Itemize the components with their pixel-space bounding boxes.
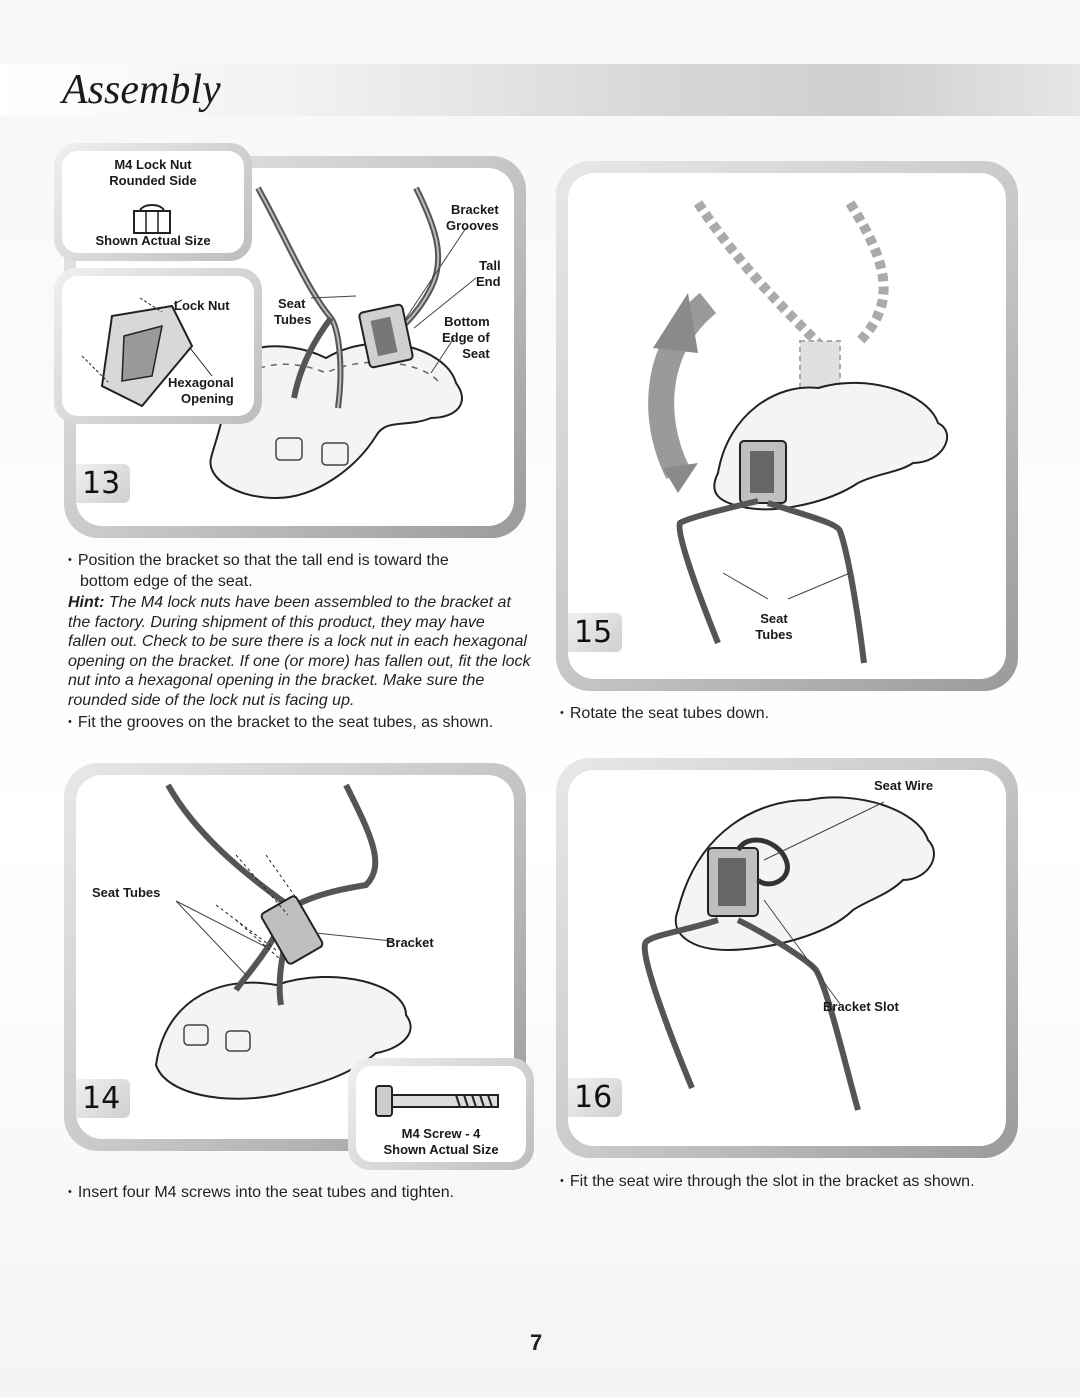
m4-screw-inset: M4 Screw - 4 Shown Actual Size xyxy=(348,1058,534,1170)
step-15-panel: Seat Tubes 15 xyxy=(556,161,1018,691)
step-13-bullet-2: •Fit the grooves on the bracket to the s… xyxy=(68,714,494,731)
step-14-illustration xyxy=(154,783,412,1100)
lock-nut-inset-heading: M4 Lock Nut Rounded Side xyxy=(109,157,197,188)
bullet-dot: • xyxy=(68,1186,72,1198)
m4-screw-inset-caption: M4 Screw - 4 Shown Actual Size xyxy=(383,1126,499,1157)
step-16-number: 16 xyxy=(568,1078,623,1117)
bullet-dot: • xyxy=(68,554,72,566)
bullet-dot: • xyxy=(560,707,564,719)
bracket-lock-nut-inset: Lock Nut Hexagonal Opening xyxy=(54,268,262,424)
step-14-bullet: •Insert four M4 screws into the seat tub… xyxy=(68,1184,455,1201)
header-band xyxy=(0,64,1080,116)
callout-bottom-edge-of-seat: Bottom Edge of Seat xyxy=(442,314,490,361)
step-15-number: 15 xyxy=(568,613,623,652)
step-13-illustration xyxy=(209,186,477,500)
callout-tall-end: Tall End xyxy=(476,258,501,289)
lock-nut-inset-caption: Shown Actual Size xyxy=(95,233,211,248)
bullet-dot: • xyxy=(68,716,72,728)
bullet-dot: • xyxy=(560,1175,564,1187)
callout-seat-tubes: Seat Tubes xyxy=(274,296,312,327)
bracket-icon xyxy=(81,297,213,408)
m4-screw-inset-area: M4 Screw - 4 Shown Actual Size xyxy=(356,1066,526,1162)
callout-step14-bracket: Bracket xyxy=(386,935,434,950)
step-13-hint: Hint: The M4 lock nuts have been assembl… xyxy=(68,594,531,709)
callout-bracket-grooves: Bracket Grooves xyxy=(446,202,499,233)
callout-hexagonal-opening: Hexagonal Opening xyxy=(168,375,234,406)
lock-nut-inset-area: M4 Lock Nut Rounded Side Shown Actual Si… xyxy=(62,151,244,253)
step-16-bullet: •Fit the seat wire through the slot in t… xyxy=(560,1173,975,1190)
step-14-number: 14 xyxy=(76,1079,131,1118)
lock-nut-inset: M4 Lock Nut Rounded Side Shown Actual Si… xyxy=(54,143,252,261)
bracket-lock-nut-inset-area: Lock Nut Hexagonal Opening xyxy=(62,276,254,416)
callout-lock-nut: Lock Nut xyxy=(174,298,230,313)
step-15-illustration-area: Seat Tubes 15 xyxy=(568,173,1006,679)
callout-step14-seat-tubes: Seat Tubes xyxy=(92,885,161,900)
step-16-illustration xyxy=(641,796,935,1111)
m4-screw-icon xyxy=(375,1085,499,1117)
step-16-illustration-area: Seat Wire Bracket Slot 16 xyxy=(568,770,1006,1146)
callout-seat-wire: Seat Wire xyxy=(874,778,934,793)
page-title: Assembly xyxy=(62,67,221,113)
callout-step15-seat-tubes: Seat Tubes xyxy=(755,611,793,642)
step-13-number: 13 xyxy=(76,464,131,503)
page-number: 7 xyxy=(530,1330,543,1355)
lock-nut-icon xyxy=(133,204,171,234)
callout-bracket-slot: Bracket Slot xyxy=(823,999,899,1014)
step-15-bullet: •Rotate the seat tubes down. xyxy=(560,705,770,722)
step-16-panel: Seat Wire Bracket Slot 16 xyxy=(556,758,1018,1158)
step-13-bullet-1: •Position the bracket so that the tall e… xyxy=(68,552,449,590)
step-15-illustration xyxy=(648,200,949,664)
